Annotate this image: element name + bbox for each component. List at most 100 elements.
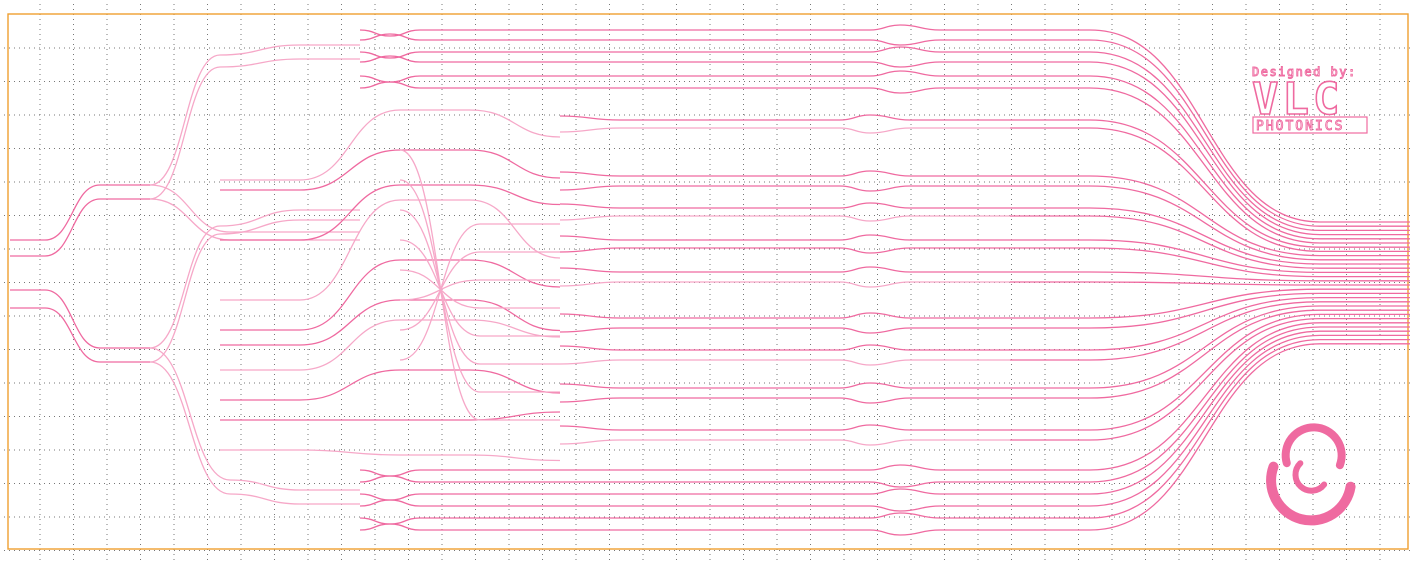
chip-frame [7,13,1409,550]
waveguide-path [869,464,1010,471]
waveguide-path [1010,281,1410,286]
waveguide-path [869,488,1010,495]
waveguide-path [559,397,1010,404]
waveguide-path [359,33,870,41]
waveguide-path [1010,29,1410,223]
waveguide-network [10,24,1410,536]
waveguide-path [559,170,1010,177]
waveguide-path [559,344,1010,351]
waveguide-path [1010,185,1410,261]
waveguide-path [559,281,1010,288]
waveguide-path [869,505,1010,512]
waveguide-path [559,327,1010,334]
waveguide-path [220,319,561,371]
company-name-sub: PHOTONICS [1256,119,1344,134]
waveguide-path [1010,75,1410,240]
waveguide-path [359,51,870,59]
waveguide-path [559,114,1010,121]
company-name-underbar [1252,116,1368,134]
waveguide-path [1010,313,1410,431]
waveguide-path [359,475,870,483]
waveguide-path [869,481,1010,488]
swirl-arc [1292,460,1328,494]
waveguide-path [149,219,360,363]
waveguide-path [359,523,870,531]
waveguide-path [359,29,870,37]
waveguide-path [1010,334,1410,507]
waveguide-path [559,382,1010,389]
waveguide-path [1010,305,1410,389]
waveguide-path [1010,317,1410,441]
waveguide-path [220,259,561,331]
vlc-swirl-logo-icon [1266,423,1356,526]
waveguide-path [10,307,150,363]
waveguide-path [559,234,1010,241]
waveguide-path [1010,296,1410,351]
waveguide-path [220,184,561,241]
waveguide-path [1010,343,1410,531]
swirl-arc [1266,461,1356,526]
waveguide-path [869,61,1010,68]
waveguide-path [359,493,870,501]
waveguide-path [359,469,870,477]
waveguide-path [869,87,1010,94]
waveguide-path [10,289,150,349]
waveguide-path [559,266,1010,273]
waveguide-path [559,127,1010,134]
waveguide-path [1010,301,1410,361]
waveguide-path [1010,51,1410,232]
waveguide-path [1010,207,1410,265]
waveguide-path [399,251,560,331]
waveguide-path [1010,322,1410,471]
waveguide-path [149,44,360,186]
waveguide-path [1010,247,1410,278]
waveguide-path [869,70,1010,77]
waveguide-path [399,223,560,361]
waveguide-path [359,81,870,89]
waveguide-path [869,512,1010,519]
waveguide-path [1010,127,1410,253]
waveguide-path [399,239,560,337]
waveguide-path [869,39,1010,46]
waveguide-path [1010,292,1410,329]
waveguide-path [220,199,561,301]
waveguide-path [399,279,560,301]
waveguide-path [1010,215,1410,269]
waveguide-path [1010,39,1410,227]
waveguide-path [559,215,1010,222]
waveguide-path [149,347,360,491]
waveguide-path [559,247,1010,254]
vlc-photonics-logo: Designed by: VLC PHOTONICS [1251,65,1368,134]
waveguide-path [869,24,1010,31]
waveguide-path [10,184,150,241]
waveguide-path [220,299,561,346]
waveguide-path [399,149,560,421]
waveguide-path [149,361,360,505]
waveguide-path [220,149,561,191]
waveguide-path [220,369,561,401]
waveguide-path [359,517,870,525]
waveguide-path [559,202,1010,209]
waveguide-path [869,529,1010,536]
waveguide-path [1010,271,1410,282]
designed-by-label: Designed by: [1252,65,1357,79]
waveguide-path [1010,239,1410,274]
waveguide-path [359,499,870,507]
waveguide-path [559,424,1010,431]
waveguide-path [149,58,360,200]
waveguide-path [10,198,150,257]
waveguide-path [1010,309,1410,399]
waveguide-path [1010,61,1410,236]
waveguide-path [559,439,1010,446]
waveguide-path [359,75,870,83]
waveguide-path [399,179,560,393]
waveguide-path [149,209,360,349]
waveguide-path [220,411,561,421]
waveguide-path [1010,326,1410,483]
waveguide-path [359,55,870,63]
waveguide-path [1010,87,1410,244]
waveguide-path [1010,330,1410,495]
waveguide-path [220,109,561,181]
waveguide-path [1010,119,1410,248]
